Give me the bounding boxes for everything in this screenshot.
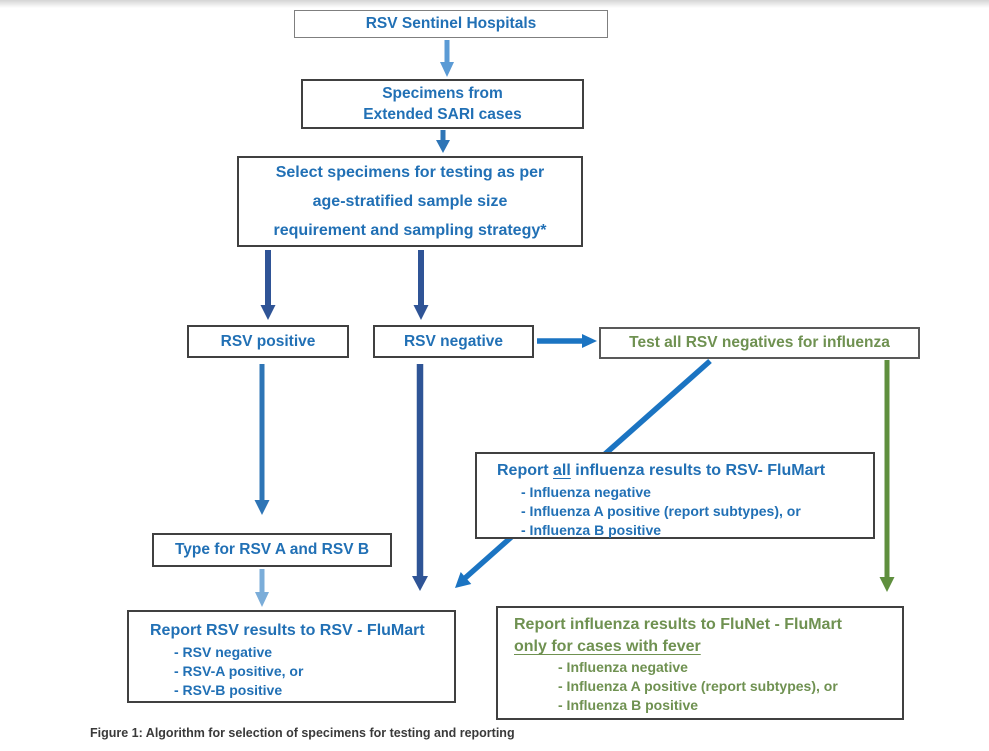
box-label-line1: Specimens from (382, 85, 503, 102)
box-title-line1: Report influenza results to FluNet - Flu… (514, 616, 843, 633)
box-label: Type for RSV A and RSV B (174, 541, 370, 558)
list-item: - Influenza B positive (558, 697, 699, 713)
box-select-specimens: Select specimens for testing as per age-… (237, 156, 583, 247)
figure-caption: Figure 1: Algorithm for selection of spe… (90, 726, 515, 740)
box-label: RSV negative (403, 332, 504, 350)
box-report-rsv-results: Report RSV results to RSV - FluMart - RS… (127, 610, 456, 703)
list-item: - RSV negative (174, 644, 273, 660)
list-item: - RSV-B positive (174, 682, 283, 698)
arrow-sentinel-to-specimens (440, 40, 454, 77)
arrow-select-to-rsv-positive (260, 250, 276, 320)
list-item: - Influenza negative (521, 484, 651, 500)
arrow-rsv-negative-down (412, 364, 428, 591)
arrow-test-all-to-report-flu (879, 360, 895, 592)
title-post: influenza results to RSV- FluMart (570, 462, 826, 479)
box-test-all-rsv-negatives: Test all RSV negatives for influenza (599, 327, 920, 359)
box-type-rsv-a-b: Type for RSV A and RSV B (152, 533, 392, 567)
box-label-line3: requirement and sampling strategy* (273, 222, 547, 239)
box-label-line2: Extended SARI cases (363, 106, 522, 123)
box-label: RSV Sentinel Hospitals (365, 15, 537, 32)
arrow-type-to-report-rsv (255, 569, 269, 607)
box-rsv-positive: RSV positive (187, 325, 349, 358)
box-specimens-extended-sari: Specimens from Extended SARI cases (301, 79, 584, 129)
box-rsv-negative: RSV negative (373, 325, 534, 358)
box-report-influenza-flunet: Report influenza results to FluNet - Flu… (496, 606, 904, 720)
page-top-shadow (0, 0, 989, 8)
box-title: Report all influenza results to RSV- Flu… (497, 458, 873, 483)
arrow-rsv-positive-to-type (254, 364, 270, 515)
list-item: - Influenza B positive (521, 522, 662, 538)
list-item: - Influenza A positive (report subtypes)… (558, 678, 838, 694)
list-item: - RSV-A positive, or (174, 663, 304, 679)
box-rsv-sentinel-hospitals: RSV Sentinel Hospitals (294, 10, 608, 38)
arrow-rsv-negative-to-test-all (537, 334, 597, 348)
box-label: RSV positive (220, 332, 316, 350)
box-title: Report RSV results to RSV - FluMart (150, 622, 425, 639)
box-label-line2: age-stratified sample size (312, 193, 508, 210)
title-pre: Report (497, 462, 553, 479)
list-item: - Influenza negative (558, 659, 688, 675)
arrow-specimens-to-select (436, 130, 450, 153)
arrow-select-to-rsv-negative (413, 250, 429, 320)
title-underlined-word: all (553, 462, 571, 479)
list-item: - Influenza A positive (report subtypes)… (521, 503, 801, 519)
box-title-line2: only for cases with fever (514, 638, 701, 655)
box-report-all-influenza: Report all influenza results to RSV- Flu… (475, 452, 875, 539)
box-label: Test all RSV negatives for influenza (629, 334, 890, 351)
box-label-line1: Select specimens for testing as per (275, 164, 545, 181)
